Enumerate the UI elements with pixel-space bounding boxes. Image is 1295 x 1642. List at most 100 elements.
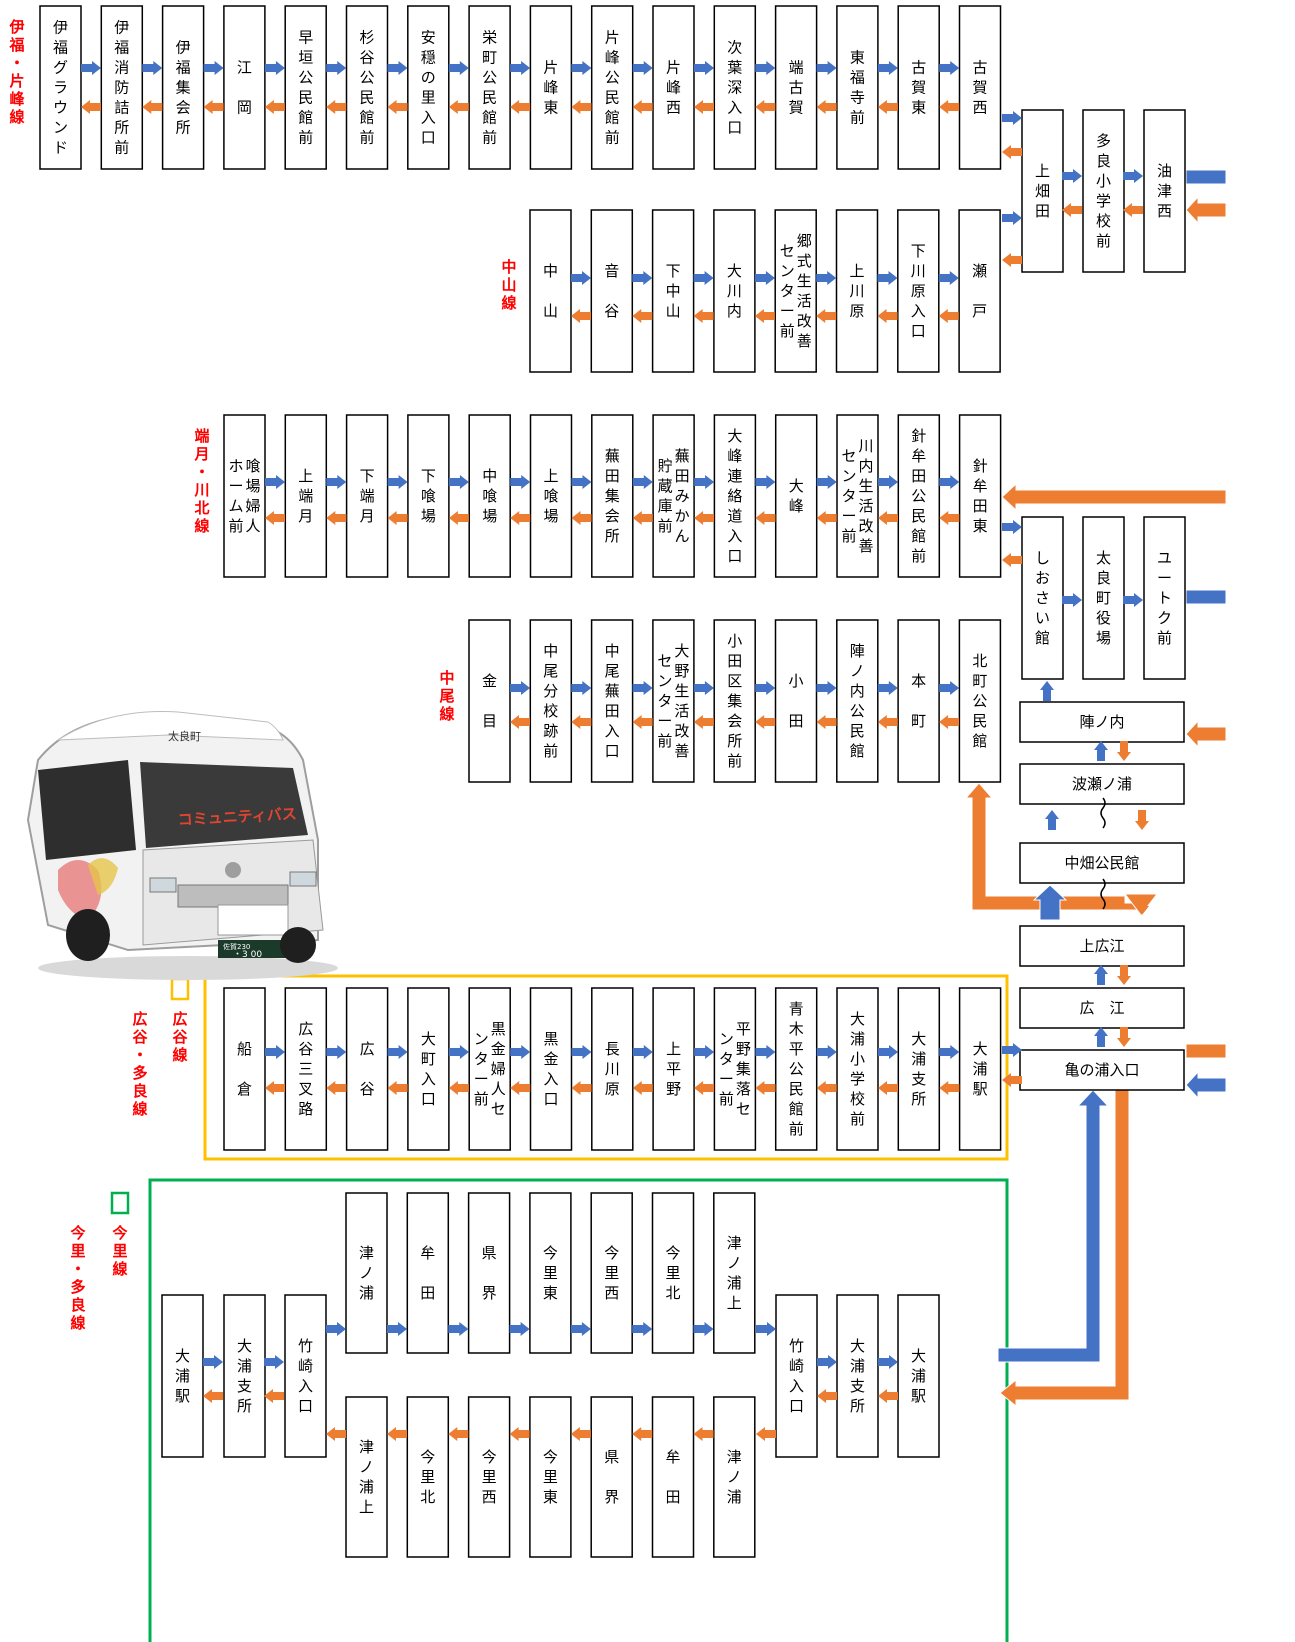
outbound-arrow	[387, 1322, 407, 1336]
inbound-arrow	[571, 100, 592, 114]
outbound-arrow	[1045, 810, 1059, 830]
outbound-arrow	[755, 1045, 776, 1059]
stop-box: 上川原	[835, 209, 879, 373]
outbound-arrow	[81, 61, 101, 75]
stop-box: 津ノ浦上	[345, 1396, 388, 1558]
outbound-arrow	[387, 61, 408, 75]
stop-label: 広谷三叉路	[298, 1020, 313, 1118]
inbound-arrow	[939, 511, 960, 525]
line-label-nakayama: 中山線	[501, 258, 516, 312]
inbound-arrow	[632, 1427, 653, 1441]
inbound-arrow	[510, 100, 531, 114]
stop-box: 中喰場	[468, 414, 511, 578]
stop-label: 大野生活改善センター前	[657, 642, 689, 760]
stop-box: 蕪田みかん貯蔵庫前	[652, 414, 695, 578]
stop-box: 多良小学校前	[1082, 109, 1125, 273]
outbound-arrow	[1002, 520, 1022, 534]
stop-box: 今里西	[590, 1192, 633, 1354]
stop-box: 中 山	[529, 209, 572, 373]
inbound-arrow	[1117, 1027, 1131, 1047]
stop-label: 黒金入口	[543, 1030, 558, 1108]
stop-box: 県 界	[467, 1192, 511, 1354]
stop-label: 大浦支所	[237, 1337, 252, 1415]
stop-box: 下川原入口	[897, 209, 940, 373]
outbound-arrow	[326, 1322, 346, 1336]
stop-box: 今里西	[467, 1396, 511, 1558]
outbound-arrow	[878, 1045, 898, 1059]
outbound-arrow	[448, 1045, 469, 1059]
inbound-arrow	[878, 1389, 898, 1403]
inbound-arrow	[877, 715, 898, 729]
trunk-box: 陣ノ内	[1019, 701, 1185, 743]
inbound-arrow	[939, 715, 960, 729]
stop-box: 今里北	[651, 1192, 695, 1354]
bus-front-text: 太良町	[168, 729, 201, 743]
stop-box: 上畑田	[1021, 109, 1064, 273]
stop-label: 片峰東	[543, 59, 558, 117]
outbound-arrow	[571, 475, 592, 489]
outbound-arrow	[754, 271, 775, 285]
inbound-arrow	[755, 715, 776, 729]
stop-label: 油津西	[1157, 162, 1172, 220]
stop-box: 上平野	[652, 987, 695, 1151]
small-arrows	[81, 61, 1149, 1441]
stop-box: 平野集落センター前	[713, 987, 757, 1151]
outbound-arrow	[755, 475, 776, 489]
stop-box: 瀬 戸	[958, 209, 1001, 373]
trunk-box: 広 江	[1019, 987, 1185, 1029]
stop-box: 音 谷	[590, 209, 634, 373]
line-label-nakao: 中尾線	[439, 669, 454, 723]
inbound-arrow	[387, 1427, 407, 1441]
stop-box: 大浦駅	[897, 1294, 940, 1458]
stop-box: 大川内	[713, 209, 756, 373]
outbound-arrow	[816, 475, 837, 489]
outbound-arrow	[571, 1045, 592, 1059]
outbound-arrow	[939, 1045, 960, 1059]
stop-box: 県 界	[590, 1396, 633, 1558]
stop-label: しおさい館	[1035, 549, 1050, 647]
inbound-arrow	[81, 100, 101, 114]
stop-label: 伊福消防詰所前	[114, 19, 129, 157]
stop-box: 喰場婦人ホーム前	[223, 414, 266, 578]
stop-box: 津ノ浦上	[713, 1192, 756, 1354]
stop-label: 大峰	[789, 477, 804, 515]
outbound-arrow	[142, 61, 163, 75]
outbound-arrow	[387, 475, 408, 489]
outbound-arrow	[817, 1355, 837, 1369]
outbound-arrow	[877, 681, 898, 695]
stop-label: 小田区集会所前	[727, 632, 742, 770]
stop-box: 竹崎入口	[775, 1294, 818, 1458]
line-label-imari-side: 今里・多良線	[69, 1224, 85, 1332]
outbound-arrow	[693, 1322, 714, 1336]
route-band	[1185, 1043, 1227, 1059]
stop-label: 片峰西	[666, 59, 681, 117]
stop-box: 安穏の里入口	[407, 5, 450, 170]
inbound-arrow	[755, 100, 776, 114]
outbound-arrow	[694, 475, 715, 489]
inbound-arrow	[510, 715, 530, 729]
stop-box: 中尾分校跡前	[529, 619, 573, 783]
stop-label: 下川原入口	[911, 242, 926, 340]
stop-label: 古賀西	[972, 59, 987, 117]
stop-box: 片峰東	[529, 5, 573, 170]
stop-box: 大浦小学校前	[836, 987, 879, 1151]
outbound-arrow	[939, 475, 960, 489]
inbound-arrow	[510, 511, 531, 525]
stop-box: 津ノ浦	[713, 1396, 756, 1558]
inbound-arrow	[448, 1081, 469, 1095]
stop-box: 広谷三叉路	[284, 987, 328, 1151]
stop-label: 太良町役場	[1096, 549, 1111, 647]
stop-label: 江 岡	[237, 59, 252, 117]
inbound-arrow	[571, 511, 592, 525]
stop-label: 北町公民館	[972, 652, 987, 750]
stop-box: 今里東	[529, 1396, 572, 1558]
hirotani-frame	[203, 974, 1009, 1161]
inbound-arrow	[755, 1081, 776, 1095]
stop-label: 東福寺前	[850, 49, 865, 127]
inbound-arrow	[509, 1427, 530, 1441]
stop-box: 陣ノ内公民館	[836, 619, 879, 783]
outbound-arrow	[816, 681, 837, 695]
stop-box: 広 谷	[345, 987, 389, 1151]
route-band	[1001, 482, 1227, 512]
inbound-arrow	[1002, 253, 1022, 267]
